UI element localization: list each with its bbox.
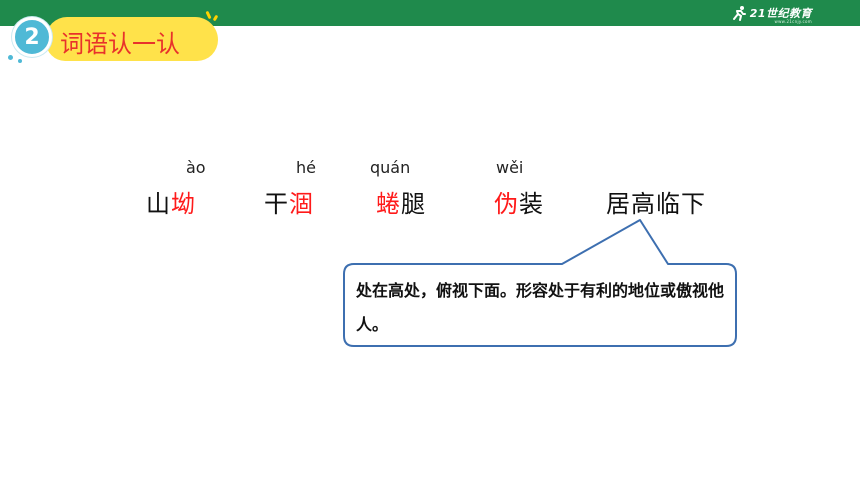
definition-text: 处在高处，俯视下面。形容处于有利的地位或傲视他人。 [356,281,725,334]
brand-logo: 21世纪教育 www.21cnjy.com [731,4,812,24]
decoration-dot [18,59,22,63]
section-number-badge: 2 [12,17,52,57]
word-plain: 干 [264,190,289,218]
word: 居高临下 [606,184,706,219]
section-label: 词语认一认 2 [8,10,219,63]
word: 干涸 [264,184,314,219]
word-highlight: 坳 [171,190,196,218]
brand-name: 21世纪教育 [749,7,812,20]
word-wei-zhuang: wěi 伪装 [494,158,564,218]
pinyin: hé [296,158,316,177]
decoration-dot [8,55,13,60]
word-plain: 腿 [401,190,426,218]
callout-bubble [343,219,737,347]
pinyin: ào [186,158,206,177]
section-title: 词语认一认 [60,30,180,58]
word-shan-ao: ào 山坳 [146,158,216,218]
definition-callout: 处在高处，俯视下面。形容处于有利的地位或傲视他人。 [340,218,740,348]
word: 山坳 [146,184,196,219]
word-ju-gao-lin-xia: 居高临下 [606,158,736,218]
runner-icon [732,6,746,21]
word-highlight: 蜷 [376,190,401,218]
pinyin: wěi [496,158,524,177]
word: 伪装 [494,184,544,219]
section-number: 2 [24,24,40,50]
pinyin: quán [370,158,411,177]
word-gan-he: hé 干涸 [264,158,334,218]
word: 蜷腿 [376,184,426,219]
word-quan-tui: quán 蜷腿 [370,158,446,219]
word-highlight: 伪 [494,190,519,218]
decoration-spark [212,14,219,22]
section-title-background [46,17,218,61]
word-plain: 居高临下 [606,190,706,218]
word-plain: 装 [519,190,544,218]
word-plain: 山 [146,190,171,218]
brand-url: www.21cnjy.com [774,19,812,24]
word-highlight: 涸 [289,190,314,218]
